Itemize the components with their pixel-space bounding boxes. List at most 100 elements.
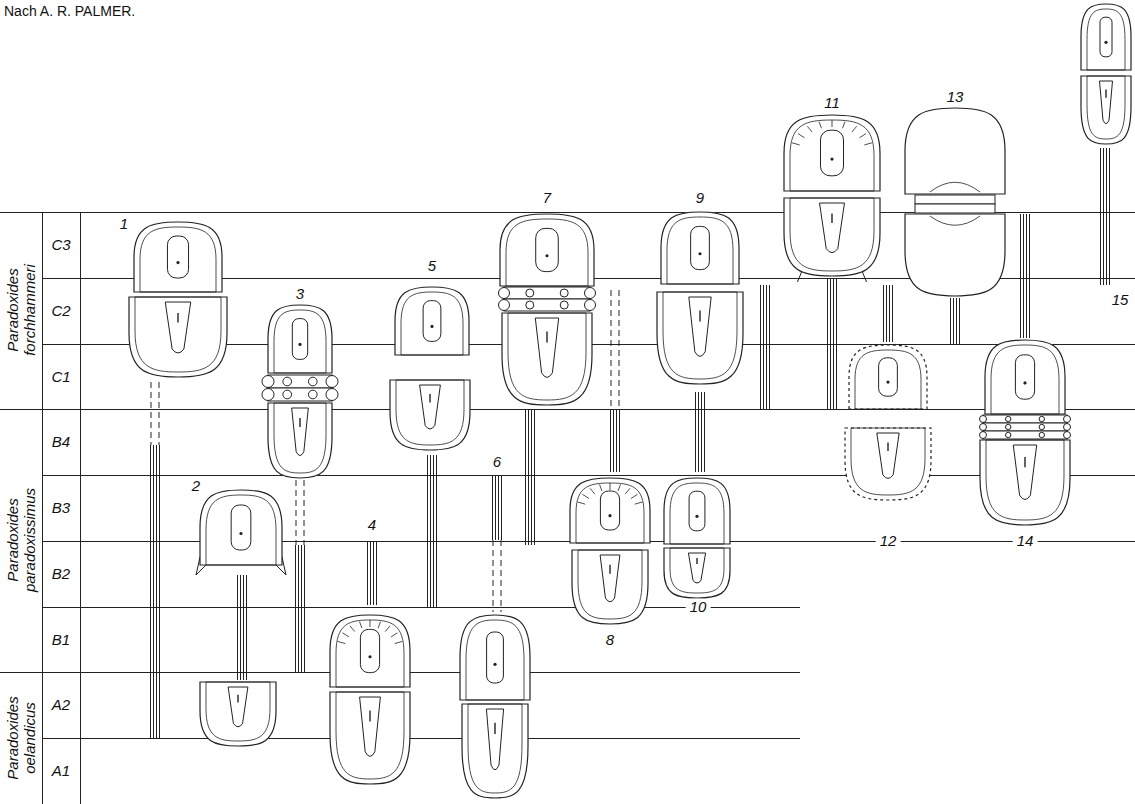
radial-furrow [370,620,371,627]
node-dot [886,381,889,384]
range-bar [828,278,837,410]
border-furrow [667,217,733,284]
range-stroke [830,278,831,410]
row-line [42,475,1135,476]
range-stroke [159,445,160,738]
border-furrow [576,483,644,543]
outline [845,428,931,500]
border-furrow [855,350,921,409]
range-bars [151,148,1110,738]
radial-furrow [599,484,601,491]
subzone-label: B4 [52,434,70,451]
radial-furrow [631,494,637,498]
outline [268,403,332,478]
glabella [231,505,251,550]
pygidium [1081,76,1131,144]
cephalon [196,490,286,575]
node-dot [298,343,301,346]
outline [462,704,528,798]
segment-node [560,289,568,297]
outline [572,550,648,624]
column-line [80,212,81,804]
callout-number: 1 [120,216,128,233]
border-furrow [851,428,925,495]
pleural-lobe [585,288,596,299]
range-stroke [763,285,764,410]
column-line [42,212,43,804]
pygidium [572,550,648,624]
range-stroke [616,410,617,472]
range-stroke [534,410,535,545]
axis-node [369,710,370,721]
range-stroke [892,285,893,342]
range-bar [761,285,770,410]
border-furrow [508,313,586,400]
outline [200,490,282,565]
range-stroke [1109,148,1110,285]
range-stroke [240,575,241,680]
radial-furrow [635,502,643,504]
outline [460,615,530,700]
pygidium [200,682,276,746]
glabella [689,491,705,531]
radial-furrow [843,122,845,129]
segment-node [1006,432,1011,437]
pleural-lobe [585,300,596,311]
outline [268,305,332,373]
glabella [879,358,898,396]
segment-node [560,301,568,309]
uncertain-range [493,540,501,612]
segment-node [1039,416,1044,421]
range-stroke [243,575,244,680]
subzone-label: B1 [52,632,70,649]
border-furrow [670,548,724,593]
range-stroke [498,475,499,540]
range-bar [526,410,535,545]
range-stroke [304,480,305,545]
range-stroke [704,392,705,472]
radial-furrow [860,134,866,138]
radial-furrow [852,126,857,132]
radial-furrow [798,134,804,138]
range-stroke [769,285,770,410]
range-stroke [151,382,152,445]
radial-furrow [819,122,821,129]
pygidium [129,297,227,377]
range-stroke [701,392,702,472]
border-furrow [506,219,588,286]
axis [1013,445,1036,500]
range-stroke [495,475,496,540]
range-stroke [619,290,620,410]
outline [985,340,1065,414]
axis-node [299,418,300,427]
outline [657,292,743,384]
source-note: Nach A. R. PALMER. [4,4,135,19]
pygidium [905,214,1005,296]
node-dot [830,157,833,160]
radial-furrow [832,120,833,127]
glabella [820,130,843,176]
callout-number: 13 [947,89,964,106]
range-stroke [501,540,502,612]
glabella [600,491,619,530]
cephalon [985,340,1065,414]
callout-number: 10 [686,599,711,616]
pygidium [502,313,592,405]
zone-name: Paradoxides oelandicus [5,673,38,803]
furrow [930,182,980,192]
uncertain-range [151,382,159,445]
glabella [167,236,188,278]
pygidium [268,403,332,478]
outline [905,108,1005,194]
segment-node [283,390,292,399]
axis [877,433,899,478]
cephalon [460,615,530,700]
cephalon [664,478,730,544]
callout-number: 4 [368,517,376,534]
axis [535,318,558,377]
node-dot [1104,41,1107,44]
range-stroke [766,285,767,410]
axis-node [429,394,430,402]
outline [664,548,730,598]
border-furrow [206,682,270,741]
